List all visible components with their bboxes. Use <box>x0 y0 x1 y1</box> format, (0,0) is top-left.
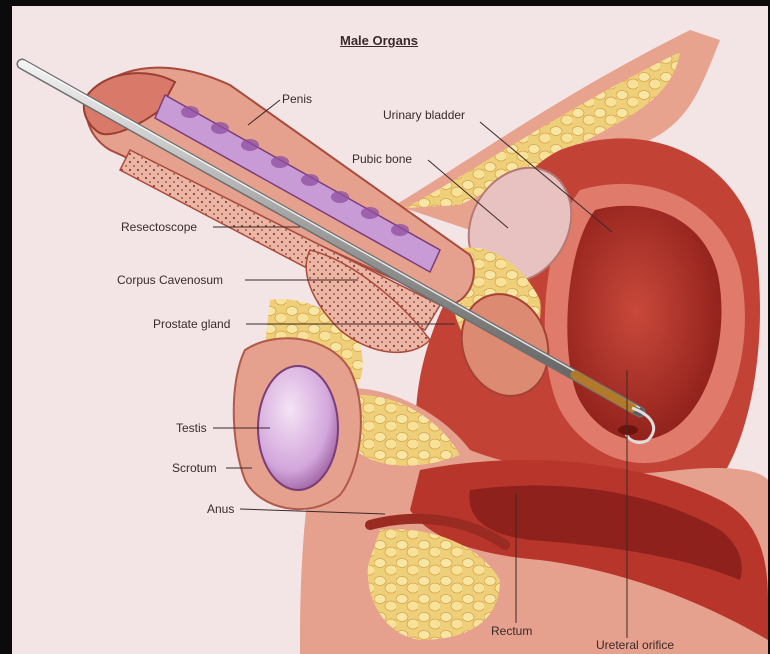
label-pubic-bone: Pubic bone <box>352 152 412 166</box>
label-anus: Anus <box>207 502 234 516</box>
label-prostate-gland: Prostate gland <box>153 317 230 331</box>
label-corpus-cavenosum: Corpus Cavenosum <box>117 273 223 287</box>
label-rectum: Rectum <box>491 624 532 638</box>
label-penis: Penis <box>282 92 312 106</box>
label-resectoscope: Resectoscope <box>121 220 197 234</box>
label-testis: Testis <box>176 421 207 435</box>
label-scrotum: Scrotum <box>172 461 217 475</box>
label-ureteral-orifice: Ureteral orifice <box>596 638 674 652</box>
ureteral-orifice-mark <box>618 425 638 435</box>
diagram-title: Male Organs <box>340 34 418 48</box>
label-urinary-bladder: Urinary bladder <box>383 108 465 122</box>
